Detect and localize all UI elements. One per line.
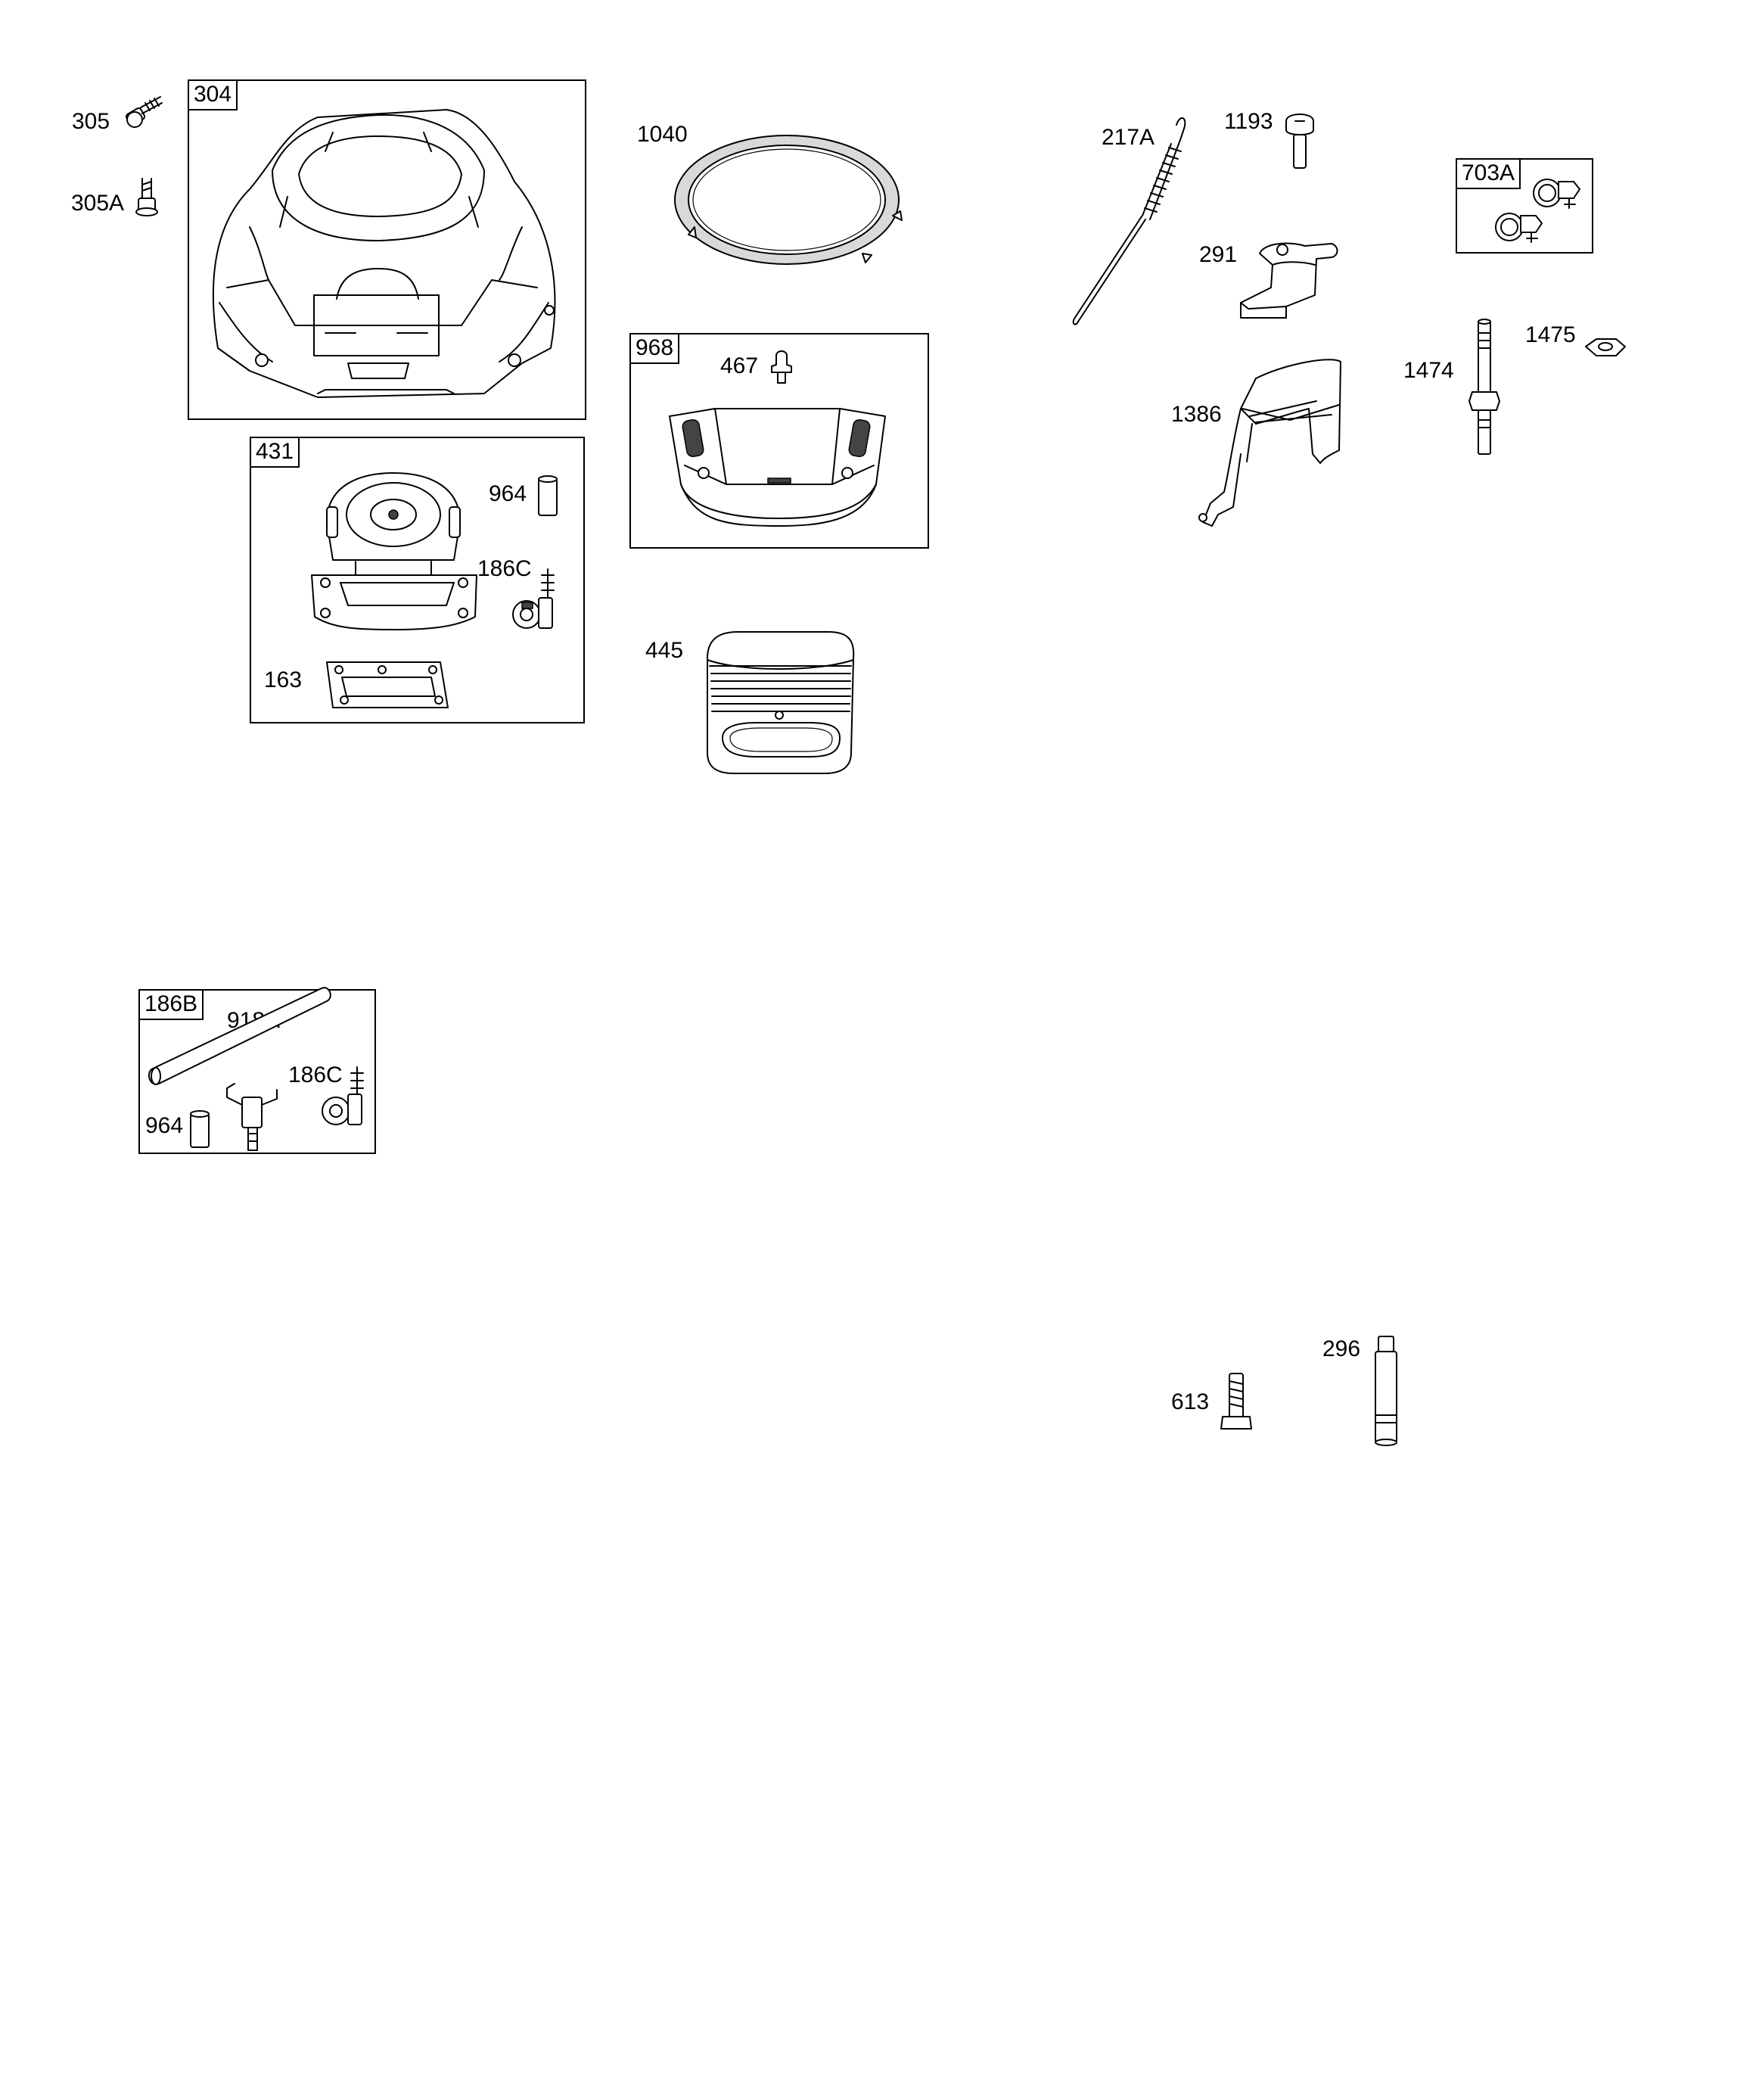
part-217A-spring <box>1072 117 1186 325</box>
kit-tag-304: 304 <box>189 81 238 110</box>
part-964-b-sleeve <box>190 1110 210 1148</box>
label-305A: 305A <box>71 191 125 216</box>
label-964-b: 964 <box>145 1113 184 1138</box>
kit-tag-968: 968 <box>631 334 680 364</box>
label-1475: 1475 <box>1525 322 1576 347</box>
label-445: 445 <box>645 638 684 663</box>
label-163: 163 <box>264 667 303 692</box>
label-217A: 217A <box>1102 125 1155 150</box>
part-1386-baffle <box>1198 359 1341 527</box>
part-918A-hose <box>148 987 331 1085</box>
part-613-bolt <box>1220 1373 1252 1430</box>
label-186C-a: 186C <box>477 556 532 581</box>
kit-box-431: 431 <box>250 437 585 723</box>
kit-tag-431: 431 <box>251 438 300 468</box>
part-445-air-filter <box>707 631 855 774</box>
part-467-knob <box>771 350 792 384</box>
label-964-a: 964 <box>489 481 527 506</box>
part-431-adapter <box>311 472 477 630</box>
part-163-gasket <box>326 661 449 708</box>
kit-box-968: 968 <box>629 333 929 549</box>
part-1474-stud <box>1468 319 1500 455</box>
part-291-bracket <box>1240 242 1338 319</box>
label-1386: 1386 <box>1171 402 1222 427</box>
label-613: 613 <box>1171 1389 1210 1414</box>
part-186B-tee-fitting <box>226 1083 278 1151</box>
part-968-cover <box>669 408 886 527</box>
label-186C-b: 186C <box>288 1062 343 1087</box>
part-1040-ring <box>674 135 903 265</box>
part-1475-nut <box>1585 338 1626 356</box>
part-305-screw <box>125 96 163 128</box>
label-467: 467 <box>720 353 759 378</box>
part-964-a-sleeve <box>538 475 558 516</box>
label-1040: 1040 <box>637 122 688 147</box>
kit-tag-703A: 703A <box>1457 160 1521 189</box>
kit-box-304: 304 <box>188 79 586 420</box>
part-703A-clips <box>1495 179 1580 243</box>
part-186C-a-fitting <box>512 568 555 629</box>
label-1474: 1474 <box>1403 358 1454 383</box>
kit-box-186B: 186B <box>138 989 376 1154</box>
kit-tag-186B: 186B <box>140 991 204 1020</box>
part-304-blower-housing <box>212 109 556 398</box>
label-305: 305 <box>72 109 110 134</box>
part-305A-screw <box>135 178 158 216</box>
part-186C-b-fitting <box>322 1066 364 1125</box>
part-296-shaft <box>1375 1336 1397 1446</box>
part-1193-screw <box>1285 114 1314 169</box>
kit-box-703A: 703A <box>1456 158 1593 254</box>
label-291: 291 <box>1199 242 1238 267</box>
label-1193: 1193 <box>1224 109 1273 134</box>
label-296: 296 <box>1322 1336 1361 1361</box>
